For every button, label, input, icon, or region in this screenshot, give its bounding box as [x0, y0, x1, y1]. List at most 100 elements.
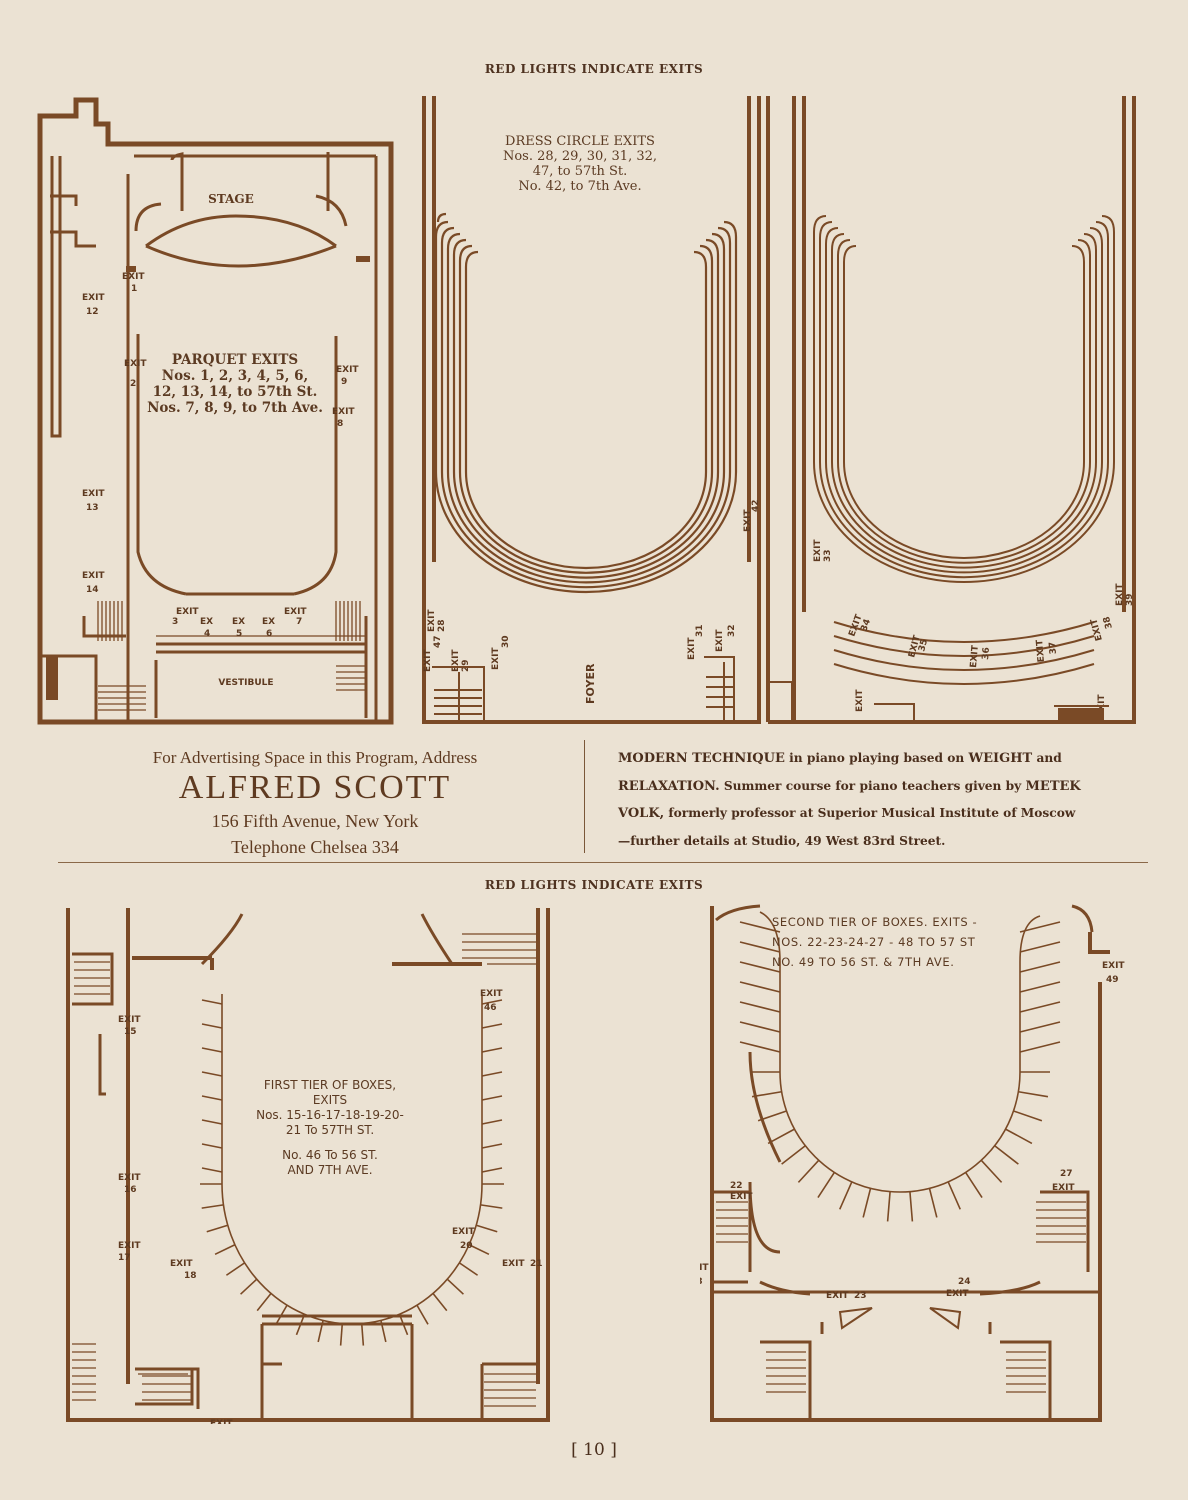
box-partition — [909, 1191, 914, 1222]
second-tier-line: NO. 49 TO 56 ST. & 7TH AVE. — [772, 955, 955, 969]
exit-number: 46 — [484, 1003, 497, 1013]
exit-label: EX — [200, 617, 213, 627]
box-partition — [380, 1320, 387, 1343]
box-partition — [1013, 1110, 1043, 1122]
exit-number: 28 — [437, 619, 447, 632]
exit-number: 17 — [118, 1253, 131, 1263]
box-partition — [739, 981, 781, 993]
exit-number: 35 — [917, 638, 930, 653]
section-divider — [58, 862, 1148, 863]
exit-number: 1 — [131, 284, 137, 294]
exit-label: EXIT — [332, 407, 355, 417]
ad-text: and — [1032, 751, 1062, 765]
balcony-lower-row-arc — [833, 635, 1095, 657]
parquet-exits-line: Nos. 7, 8, 9, to 7th Ave. — [147, 400, 323, 416]
exit-number: 21 — [530, 1259, 543, 1269]
dress-circle-row-arc — [464, 250, 708, 570]
balcony-row-arc — [813, 215, 1115, 583]
exit-label: EXIT — [502, 1259, 525, 1269]
box-partition — [481, 1095, 503, 1101]
exit-number: 30 — [501, 635, 511, 648]
exit-label: EXIT — [491, 647, 501, 670]
exit-label: EXIT — [427, 609, 437, 632]
exit-number: 39 — [1125, 593, 1135, 606]
exit-number: 49 — [1106, 975, 1119, 985]
box-partition — [468, 1244, 490, 1256]
box-partition — [458, 1262, 479, 1276]
exit-label: EXIT — [855, 689, 865, 712]
ad-address: 156 Fifth Avenue, New York — [211, 811, 419, 831]
box-partition — [339, 1323, 344, 1346]
dress-circle-title: DRESS CIRCLE EXITS — [505, 134, 655, 149]
box-partition — [446, 1278, 464, 1295]
box-partition — [432, 1292, 448, 1312]
dress-circle-row-arc — [458, 244, 714, 574]
box-partition — [201, 1204, 224, 1209]
exit-label: EXIT — [124, 359, 147, 369]
exit-label: EXIT — [423, 649, 433, 672]
piano-course-ad: MODERN TECHNIQUE in piano playing based … — [618, 745, 1130, 854]
box-partition — [1019, 941, 1061, 953]
box-partition — [1019, 921, 1061, 933]
box-partition — [739, 1021, 781, 1033]
box-partition — [767, 1128, 795, 1145]
exit-number: 12 — [86, 307, 99, 317]
vestibule-label: VESTIBULE — [218, 678, 273, 688]
exit-label: EXIT — [826, 1291, 849, 1301]
exit-number: 14 — [86, 585, 99, 595]
box-partition — [481, 1071, 503, 1077]
exit-number: 29 — [461, 659, 471, 672]
exit-number: 27 — [1060, 1169, 1073, 1179]
box-partition — [481, 1143, 503, 1149]
exit-label: EXIT — [743, 509, 753, 532]
box-partition — [475, 1224, 498, 1233]
ad-text: Summer course for piano teachers given b… — [719, 778, 1026, 793]
bottom-header: RED LIGHTS INDICATE EXITS — [484, 878, 704, 892]
box-partition — [256, 1292, 272, 1312]
box-partition — [751, 1090, 782, 1098]
second-tier-floor-plan: 22 EXIT EXIT 23 24 EXIT 27 EXIT EXIT 48 … — [700, 902, 1140, 1424]
box-partition — [739, 961, 781, 973]
exit-label: EXIT — [730, 1192, 753, 1202]
box-partition — [317, 1320, 324, 1343]
box-partition — [947, 1181, 961, 1210]
exit-label: EXIT — [82, 293, 105, 303]
box-partition — [839, 1181, 853, 1210]
ad-name: ALFRED SCOTT — [178, 769, 452, 806]
parquet-exits-line: Nos. 1, 2, 3, 4, 5, 6, — [161, 368, 309, 384]
exit-number: 31 — [695, 624, 705, 637]
box-partition — [739, 941, 781, 953]
box-partition — [201, 1071, 223, 1077]
exit-label: EXIT — [700, 1263, 709, 1273]
exit-label: EXIT — [82, 571, 105, 581]
exit-number: 4 — [204, 629, 210, 639]
box-partition — [201, 1047, 223, 1053]
ad-heading: MODERN TECHNIQUE — [618, 751, 785, 766]
dress-circle-row-arc — [434, 220, 738, 594]
exit-label: EXIT — [1035, 638, 1047, 662]
exit-label: EX — [262, 617, 275, 627]
box-partition — [275, 1304, 288, 1325]
first-tier-line: AND 7TH AVE. — [287, 1163, 373, 1177]
exit-number: 2 — [130, 379, 136, 389]
balcony-row-arc — [825, 227, 1103, 574]
box-partition — [1019, 1041, 1061, 1053]
exit-number: 34 — [859, 618, 873, 633]
exit-label: EXIT — [1102, 961, 1125, 971]
box-partition — [295, 1314, 306, 1336]
exit-label: EXIT — [715, 629, 725, 652]
parquet-floor-plan: STAGE VESTIBULE EXIT 1 EXIT 2 EXIT 3 EX … — [36, 96, 406, 726]
ad-text: formerly professor at Superior Musical I… — [664, 806, 1076, 820]
box-partition — [964, 1172, 983, 1199]
exit-number: 48 — [700, 1277, 703, 1287]
parquet-exits-note: PARQUET EXITS Nos. 1, 2, 3, 4, 5, 6, 12,… — [130, 352, 340, 416]
box-partition — [398, 1314, 409, 1336]
second-tier-exits-note: SECOND TIER OF BOXES. EXITS - NOS. 22-23… — [772, 912, 1062, 972]
box-partition — [201, 1023, 223, 1029]
dress-circle-row-arc — [440, 226, 732, 589]
exit-number: 42 — [751, 499, 761, 512]
exit-label: EXIT — [813, 539, 823, 562]
ad-text: in piano playing based on — [784, 751, 969, 765]
box-partition — [225, 1262, 246, 1276]
exit-label: EXIT — [946, 1289, 969, 1299]
